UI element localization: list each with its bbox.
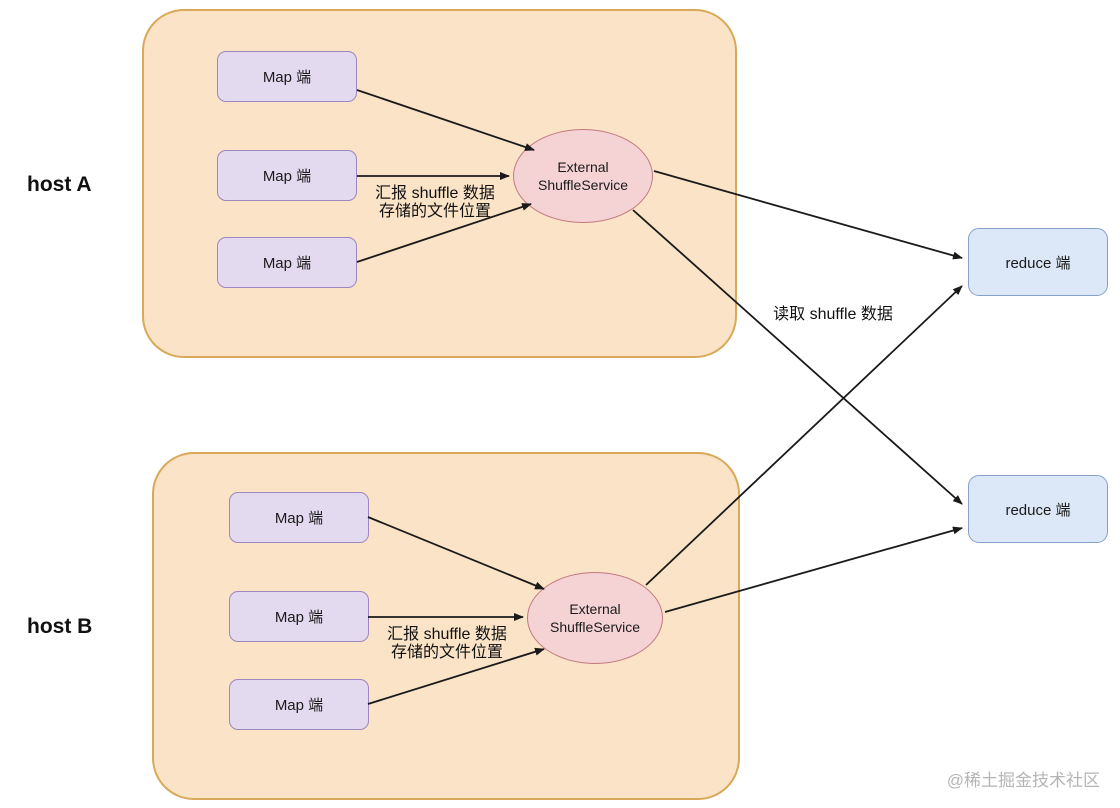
- map-node: Map 端: [229, 492, 369, 543]
- shuffle-service-node: External ShuffleService: [513, 129, 653, 223]
- edge-label-line: 存储的文件位置: [390, 644, 503, 661]
- reduce-node: reduce 端: [968, 228, 1108, 296]
- shuffle-service-label: External ShuffleService: [537, 158, 628, 193]
- map-node: Map 端: [217, 150, 357, 201]
- edge-label-report-a: 汇报 shuffle 数据 存储的文件位置: [354, 185, 516, 221]
- map-node: Map 端: [217, 51, 357, 102]
- host-b-label: host B: [27, 615, 93, 638]
- map-node: Map 端: [217, 237, 357, 288]
- shuffle-service-node: External ShuffleService: [527, 572, 663, 664]
- edge-label-line: 存储的文件位置: [378, 203, 491, 220]
- shuffle-service-label: External ShuffleService: [549, 600, 640, 635]
- map-node: Map 端: [229, 679, 369, 730]
- map-node: Map 端: [229, 591, 369, 642]
- host-a-label: host A: [27, 173, 92, 196]
- edge-label-read: 读取 shuffle 数据: [773, 306, 893, 323]
- edge-label-line: 汇报 shuffle 数据: [375, 185, 495, 202]
- reduce-node: reduce 端: [968, 475, 1108, 543]
- edge-label-line: 汇报 shuffle 数据: [387, 626, 507, 643]
- edge-label-report-b: 汇报 shuffle 数据 存储的文件位置: [366, 626, 528, 662]
- watermark: @稀土掘金技术社区: [946, 771, 1100, 790]
